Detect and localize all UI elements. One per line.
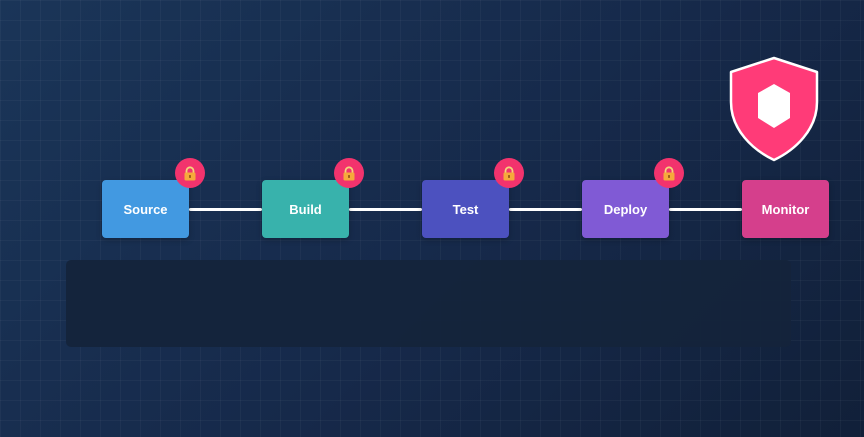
stage-test[interactable]: Test bbox=[422, 180, 509, 238]
stage-label: Deploy bbox=[603, 201, 648, 217]
output-console-panel bbox=[66, 260, 791, 347]
connector-deploy-monitor bbox=[669, 207, 742, 211]
lock-badge-deploy bbox=[654, 158, 684, 188]
padlock-icon bbox=[343, 165, 355, 180]
connector-source-build bbox=[189, 207, 262, 211]
padlock-icon bbox=[663, 165, 675, 180]
padlock-icon bbox=[184, 165, 196, 180]
stage-label: Build bbox=[289, 201, 322, 217]
stage-source[interactable]: Source bbox=[102, 180, 189, 238]
stage-label: Source bbox=[123, 201, 168, 217]
stage-build[interactable]: Build bbox=[262, 180, 349, 238]
stage-deploy[interactable]: Deploy bbox=[582, 180, 669, 238]
security-shield-icon bbox=[729, 56, 819, 162]
stage-monitor[interactable]: Monitor bbox=[742, 180, 829, 238]
lock-badge-test bbox=[494, 158, 524, 188]
connector-build-test bbox=[349, 207, 422, 211]
stage-label: Test bbox=[452, 201, 479, 217]
lock-badge-source bbox=[175, 158, 205, 188]
connector-test-deploy bbox=[509, 207, 582, 211]
padlock-icon bbox=[503, 165, 515, 180]
stage-label: Monitor bbox=[761, 201, 810, 217]
lock-badge-build bbox=[334, 158, 364, 188]
